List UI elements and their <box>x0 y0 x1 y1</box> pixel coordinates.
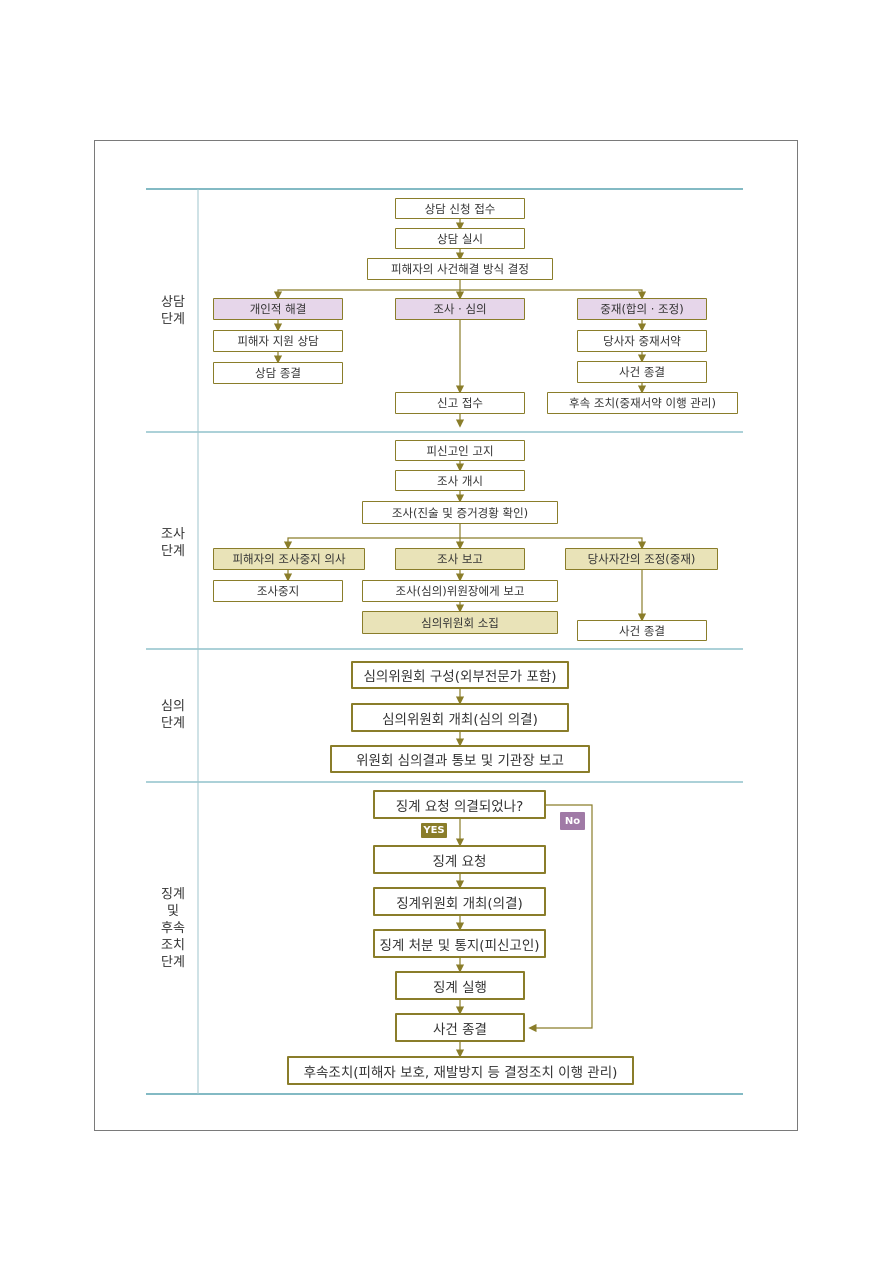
node-consult-decide: 피해자의 사건해결 방식 결정 <box>367 258 553 280</box>
node-mediation-case-end: 사건 종결 <box>577 361 707 383</box>
node-report-chair: 조사(심의)위원장에게 보고 <box>362 580 558 602</box>
node-notify-respondent: 피신고인 고지 <box>395 440 525 461</box>
node-consult-apply: 상담 신청 접수 <box>395 198 525 219</box>
node-discipline-request: 징계 요청 <box>373 845 546 874</box>
document-frame <box>94 140 798 1131</box>
node-committee-compose: 심의위원회 구성(외부전문가 포함) <box>351 661 569 689</box>
node-mediation-followup: 후속 조치(중재서약 이행 관리) <box>547 392 738 414</box>
stage-label-review: 심의 단계 <box>161 699 185 731</box>
node-personal-resolution: 개인적 해결 <box>213 298 343 320</box>
no-badge: No <box>560 812 585 830</box>
node-discipline-execute: 징계 실행 <box>395 971 525 1000</box>
node-consult-end: 상담 종결 <box>213 362 343 384</box>
node-followup-actions: 후속조치(피해자 보호, 재발방지 등 결정조치 이행 관리) <box>287 1056 634 1085</box>
stage-label-discipline: 징계 및 후속 조치 단계 <box>161 887 185 970</box>
node-party-adjustment: 당사자간의 조정(중재) <box>565 548 718 570</box>
node-discipline-disposition: 징계 처분 및 통지(피신고인) <box>373 929 546 958</box>
stage-label-investigate: 조사 단계 <box>161 527 185 559</box>
node-discipline-case-end: 사건 종결 <box>395 1013 525 1042</box>
node-discipline-question: 징계 요청 의결되었나? <box>373 790 546 819</box>
yes-badge: YES <box>421 823 447 838</box>
node-investigation-stop: 조사중지 <box>213 580 343 602</box>
node-investigation-review: 조사 · 심의 <box>395 298 525 320</box>
node-result-notice: 위원회 심의결과 통보 및 기관장 보고 <box>330 745 590 773</box>
node-investigation-report: 조사 보고 <box>395 548 525 570</box>
stage-label-consult: 상담 단계 <box>161 295 185 327</box>
node-mediation-pledge: 당사자 중재서약 <box>577 330 707 352</box>
node-consult-conduct: 상담 실시 <box>395 228 525 249</box>
node-victim-stop-intent: 피해자의 조사중지 의사 <box>213 548 365 570</box>
node-investigation-start: 조사 개시 <box>395 470 525 491</box>
node-convene-committee: 심의위원회 소집 <box>362 611 558 634</box>
node-investigation-check: 조사(진술 및 증거경황 확인) <box>362 501 558 524</box>
node-victim-support: 피해자 지원 상담 <box>213 330 343 352</box>
node-mediation: 중재(합의 · 조정) <box>577 298 707 320</box>
node-discipline-committee: 징계위원회 개최(의결) <box>373 887 546 916</box>
node-report-receipt: 신고 접수 <box>395 392 525 414</box>
node-committee-hold: 심의위원회 개최(심의 의결) <box>351 703 569 732</box>
node-adjust-case-end: 사건 종결 <box>577 620 707 641</box>
